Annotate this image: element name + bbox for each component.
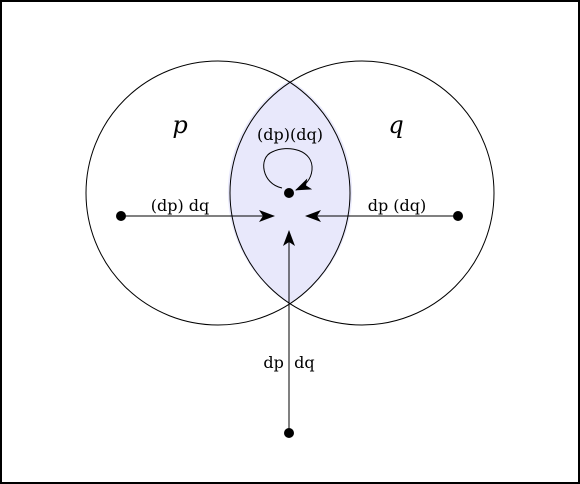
label-right-arrow: dp (dq)	[368, 196, 427, 215]
dot-center	[284, 188, 294, 198]
circle-p	[85, 60, 351, 326]
label-center: (dp)(dq)	[257, 125, 323, 144]
self-loop-arrow	[263, 148, 313, 191]
label-bottom-arrow: dp dq	[263, 353, 314, 372]
label-p: p	[172, 111, 187, 139]
circle-q	[229, 60, 495, 326]
label-left-arrow: (dp) dq	[151, 196, 210, 215]
label-q: q	[388, 111, 403, 139]
